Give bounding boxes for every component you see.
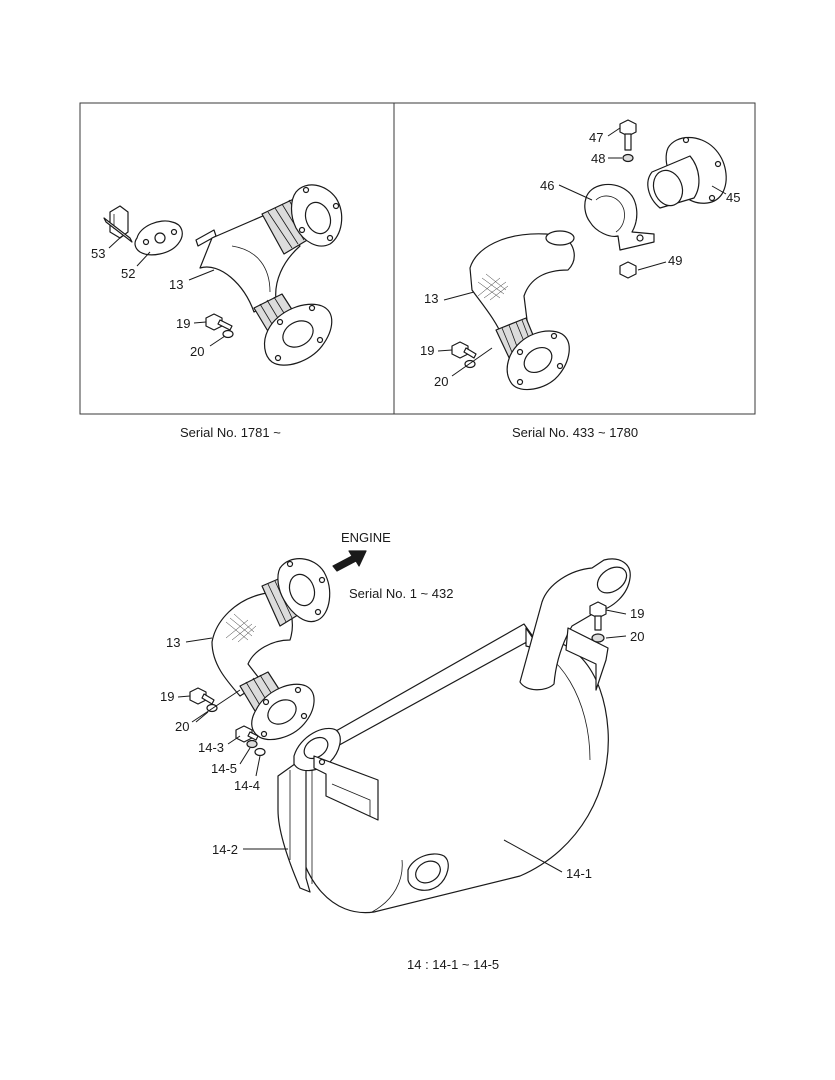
label-20: 20	[190, 344, 204, 359]
muffler-bracket	[313, 755, 379, 821]
label-49: 49	[668, 253, 682, 268]
part-48-washer	[622, 153, 634, 163]
label-48: 48	[591, 151, 605, 166]
caption-serial-1781: Serial No. 1781 ~	[180, 425, 281, 440]
top-panels-frame	[79, 102, 756, 415]
part-19-bolt-bottom-left	[189, 687, 215, 705]
label-46: 46	[540, 178, 554, 193]
pipe-hatching-right	[477, 273, 509, 301]
part-49-nut	[619, 261, 637, 279]
label-13: 13	[424, 291, 438, 306]
panel-top-left: 53 52 13 19 20	[91, 184, 343, 366]
label-14-4: 14-4	[234, 778, 260, 793]
bottom-assembly: ENGINE Serial No. 1 ~ 432	[160, 530, 644, 914]
engine-label: ENGINE	[341, 530, 391, 545]
label-19: 19	[630, 606, 644, 621]
part-19-bolt-left	[205, 313, 233, 331]
label-13: 13	[166, 635, 180, 650]
part-13-pipe-left	[199, 184, 343, 366]
part-45-sleeve	[647, 136, 727, 209]
label-45: 45	[726, 190, 740, 205]
part-53-bracket	[103, 205, 133, 243]
assembly-note: 14 : 14-1 ~ 14-5	[407, 957, 499, 972]
part-20-washer-bottom-right	[591, 633, 605, 643]
part-13-pipe-bottom	[211, 558, 331, 741]
part-47-bolt	[619, 119, 637, 151]
caption-serial-1-432: Serial No. 1 ~ 432	[349, 586, 453, 601]
part-46-clamp	[584, 183, 655, 251]
leaders-bottom	[177, 609, 627, 873]
part-14-3-bolt	[235, 725, 259, 743]
part-52-gasket	[134, 220, 183, 256]
part-14-5-washer	[246, 739, 258, 749]
label-20: 20	[175, 719, 189, 734]
panel-top-right: 47 48 46 45 49 13 19 20	[420, 119, 740, 391]
label-53: 53	[91, 246, 105, 261]
label-19: 19	[420, 343, 434, 358]
caption-serial-433-1780: Serial No. 433 ~ 1780	[512, 425, 638, 440]
leaders-top-left	[108, 235, 226, 347]
part-19-bolt-bottom-right	[589, 601, 607, 631]
label-14-3: 14-3	[198, 740, 224, 755]
engine-arrow	[332, 550, 367, 572]
label-20: 20	[630, 629, 644, 644]
label-14-5: 14-5	[211, 761, 237, 776]
part-20-washer-left	[222, 329, 234, 339]
part-19-bolt-right	[451, 341, 477, 359]
part-13-pipe-right	[469, 230, 575, 391]
pipe-hatching-bottom	[225, 613, 257, 643]
label-52: 52	[121, 266, 135, 281]
part-14-4-washer	[254, 747, 266, 757]
label-14-2: 14-2	[212, 842, 238, 857]
label-47: 47	[589, 130, 603, 145]
label-13: 13	[169, 277, 183, 292]
muffler-tail-pipe	[519, 558, 631, 691]
label-20: 20	[434, 374, 448, 389]
label-19: 19	[160, 689, 174, 704]
leaders-top-right	[437, 127, 727, 377]
label-14-1: 14-1	[566, 866, 592, 881]
part-14-2-end-plate	[277, 727, 341, 893]
label-19: 19	[176, 316, 190, 331]
